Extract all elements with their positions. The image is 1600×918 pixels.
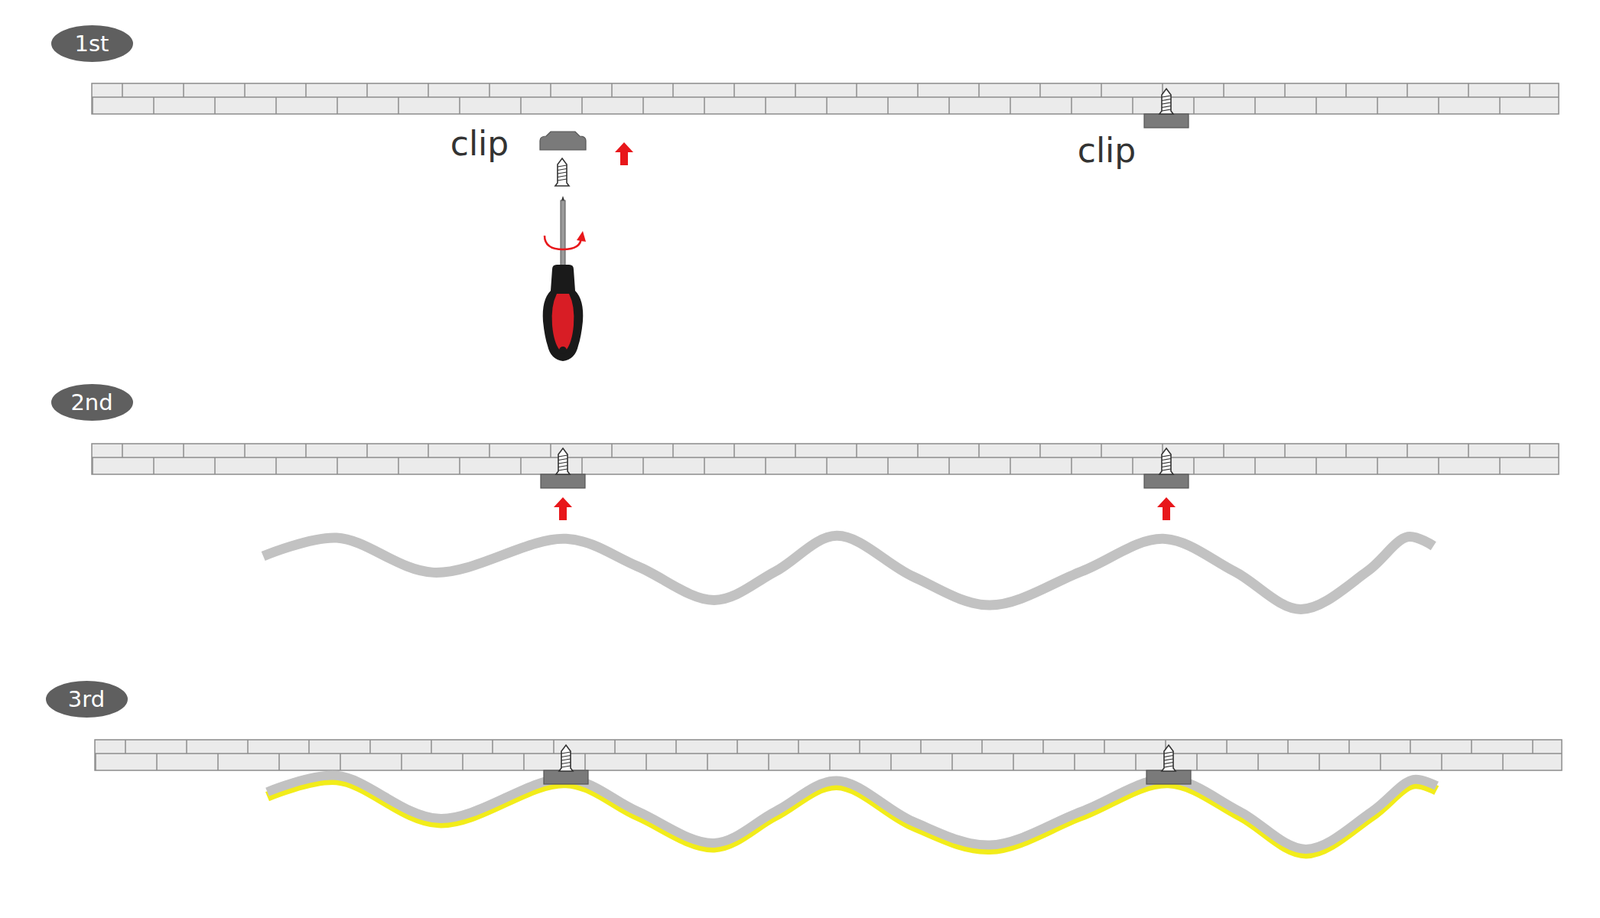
step-badge: 1st [51,25,134,62]
step-label: 3rd [68,686,105,713]
clip [539,131,586,150]
brick-wall [91,443,1559,475]
led-strip [263,535,1434,609]
step-label: 2nd [70,389,113,416]
step-label: 1st [74,30,110,57]
clip [540,474,586,488]
screw [556,448,570,475]
screw [1161,744,1176,771]
screw [1159,448,1174,475]
clip [543,770,589,784]
direction-arrow [1157,497,1176,521]
screw [559,744,573,771]
clip [1144,113,1189,128]
part-label: clip [450,123,510,163]
screwdriver [543,195,586,361]
brick-wall [91,83,1559,114]
led-strip [267,775,1438,849]
screw [1159,88,1174,114]
clip [1146,770,1191,784]
screw [555,158,570,186]
step-badge: 2nd [51,383,134,421]
direction-arrow [553,497,573,521]
step-badge: 3rd [45,680,128,718]
brick-wall [94,739,1562,771]
part-label: clip [1077,130,1137,170]
direction-arrow [614,142,634,166]
clip [1144,474,1189,488]
